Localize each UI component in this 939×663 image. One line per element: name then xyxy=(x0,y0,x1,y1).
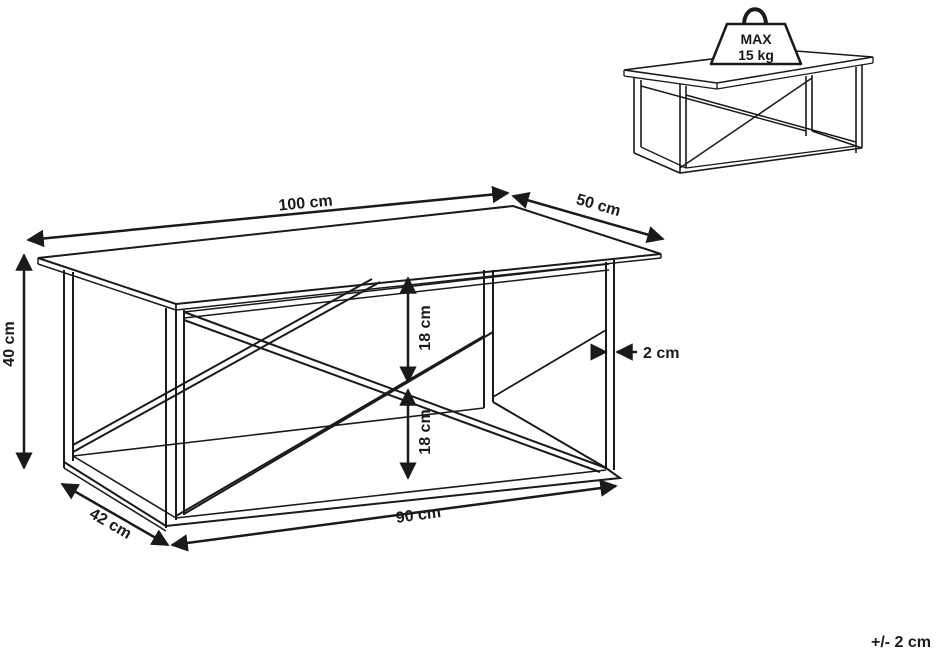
label-height: 40 cm xyxy=(1,321,18,366)
weight-label-value: 15 kg xyxy=(738,47,774,63)
label-base-length: 90 cm xyxy=(395,504,442,527)
base-depth-arrow xyxy=(60,482,170,547)
table-drawing xyxy=(37,204,662,532)
label-frame-thickness: 2 cm xyxy=(643,345,679,362)
tolerance-note: +/- 2 cm xyxy=(870,634,931,651)
label-top-length: 100 cm xyxy=(278,192,334,214)
weight-label-max: MAX xyxy=(740,31,772,47)
label-lower-gap: 18 cm xyxy=(417,409,434,454)
label-upper-gap: 18 cm xyxy=(417,305,434,350)
dimension-arrows xyxy=(15,185,665,552)
top-length-arrow xyxy=(26,185,510,248)
weight-icon: MAX 15 kg xyxy=(709,7,803,66)
thumbnail-table xyxy=(623,49,874,174)
top-depth-arrow xyxy=(511,191,665,244)
base-length-arrow xyxy=(170,479,618,552)
